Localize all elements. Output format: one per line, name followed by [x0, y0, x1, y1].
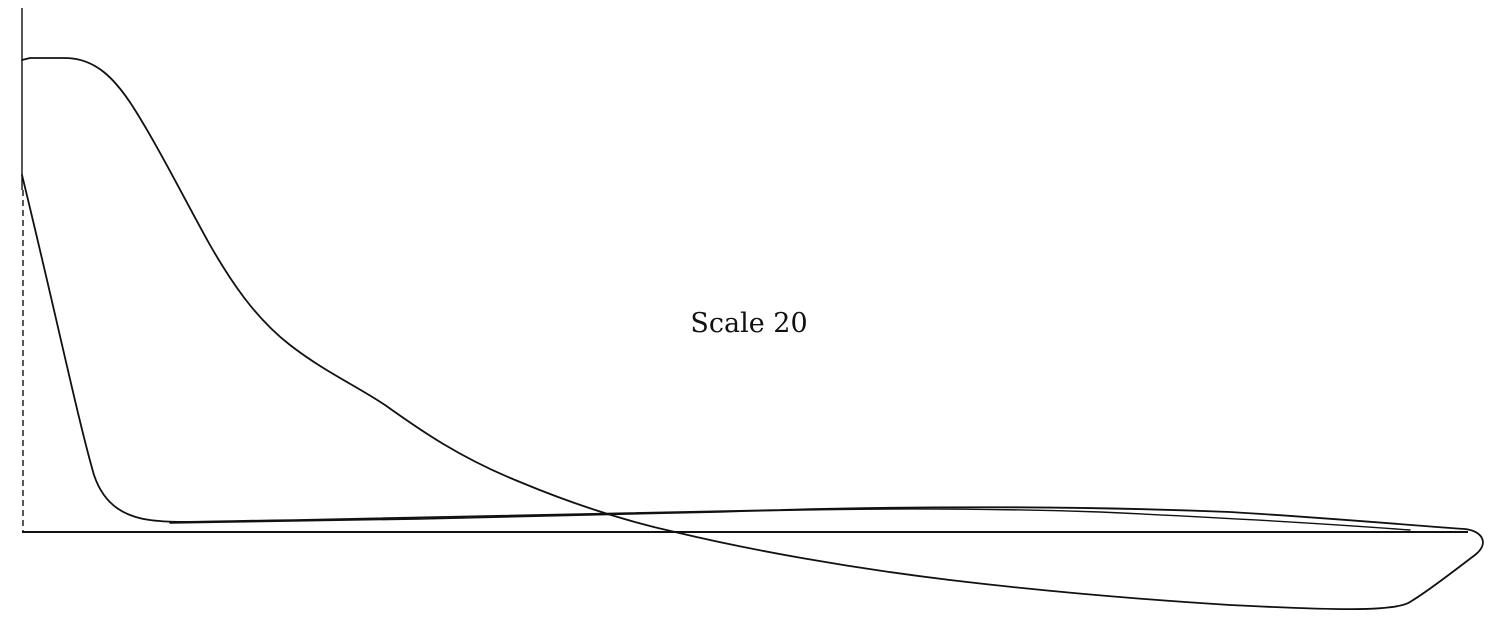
indicator-curve-a [21, 57, 1484, 611]
indicator-curve-b [169, 508, 1411, 531]
scale-label: Scale 20 [690, 308, 807, 339]
